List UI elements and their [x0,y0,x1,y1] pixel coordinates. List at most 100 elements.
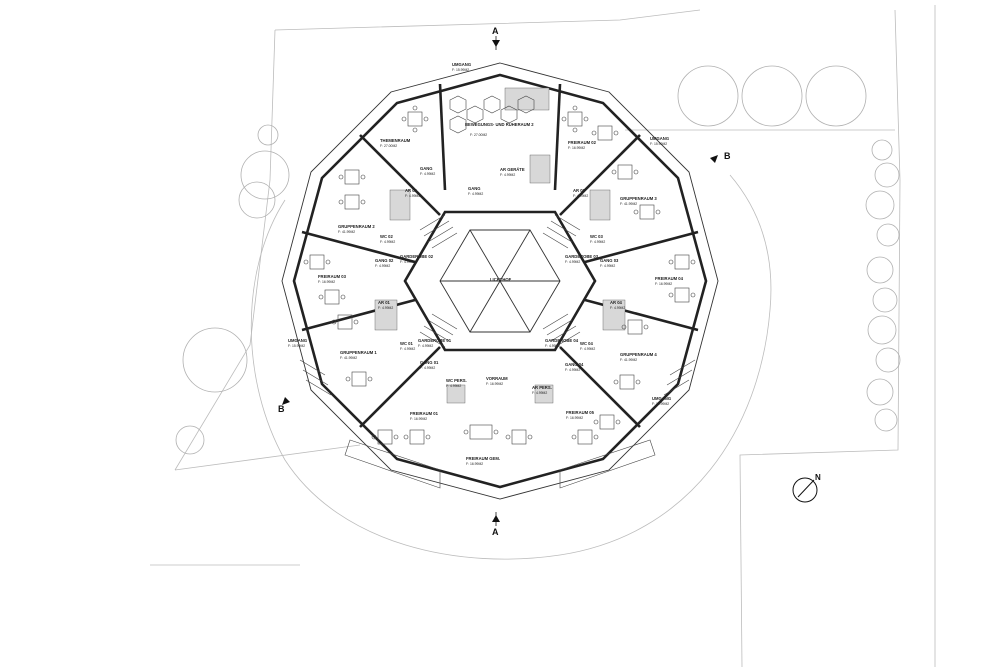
furniture-groups [303,105,696,445]
room-label: AR GERÄTE [500,167,525,172]
room-area: F: 4.99M2 [380,240,395,244]
room-labels: UMGANG F: 15.99M2 BEWEGUNGS- UND RUHERAU… [288,62,684,466]
north-arrow-icon: N [792,473,821,503]
room-area: F: 16.99M2 [318,280,335,284]
room-area: F: 16.99M2 [466,462,483,466]
room-area: F: 15.99M2 [452,68,469,72]
room-area: F: 41.99M2 [620,202,637,206]
tree-icon [805,65,867,127]
room-label: GARDEROBE 03 [565,254,599,259]
room-area: F: 4.99M2 [378,306,393,310]
room-label: WC 03 [590,234,603,239]
room-area: F: 4.99M2 [405,194,420,198]
section-b-left-label: B [278,404,285,414]
table-group [611,164,661,220]
table-group [668,254,696,303]
table-group [331,314,373,387]
room-area: F: 41.99M2 [620,358,637,362]
room-area: F: 16.99M2 [566,416,583,420]
tree-icon [866,256,894,284]
table-group [463,424,533,445]
tree-icon [875,347,901,373]
room-area: F: 4.99M2 [610,306,625,310]
room-label: UMGANG [288,338,307,343]
tree-icon [182,327,248,393]
room-area: F: 4.99M2 [446,384,461,388]
table-group [613,319,649,390]
site-lines [150,5,936,667]
room-label: GARDEROBE 02 [400,254,434,259]
room-area: F: 27.00M2 [470,133,487,137]
room-area: F: 4.99M2 [600,264,615,268]
tree-icon [175,425,205,455]
tree-icon [741,65,803,127]
table-group [303,254,346,305]
room-area: F: 4.99M2 [400,347,415,351]
room-label: LICHTHOF [490,277,512,282]
room-area: F: 4.99M2 [590,240,605,244]
room-area: F: 4.99M2 [545,344,560,348]
tree-icon [876,223,900,247]
room-label: FREIRAUM 03 [318,274,347,279]
room-area: F: 4.99M2 [565,368,580,372]
terraces [299,359,696,489]
table-group [571,414,621,445]
tree-icon [874,408,898,432]
section-markers: A A B B [278,26,731,537]
tree-icon [240,150,290,200]
room-area: F: 4.99M2 [420,366,435,370]
room-area: F: 4.99M2 [565,260,580,264]
room-label: THEMENRAUM [380,138,411,143]
room-area: F: 4.99M2 [532,391,547,395]
north-letter: N [815,473,821,482]
room-label: FREIRAUM 01 [410,411,439,416]
room-label: WC PERS. [446,378,467,383]
room-area: F: 27.00M2 [380,144,397,148]
room-label: VORRAUM [486,376,508,381]
room-label: FREIRAUM GEM. [466,456,500,461]
room-area: F: 4.99M2 [468,192,483,196]
tree-icon [257,124,279,146]
room-label: GANG 01 [420,360,439,365]
room-label: AR 01 [378,300,391,305]
room-label: WC 02 [380,234,393,239]
room-area: F: 41.99M2 [338,230,355,234]
section-a-top-label: A [492,26,499,36]
section-a-bottom-label: A [492,527,499,537]
room-label: GARDEROBE 01 [418,338,452,343]
tree-icon [238,181,276,219]
room-label: GANG [468,186,481,191]
room-area: F: 41.99M2 [340,356,357,360]
room-area: F: 16.99M2 [568,146,585,150]
table-group [371,429,431,445]
room-label: UMGANG [650,136,669,141]
room-label: UMGANG [452,62,471,67]
room-label: GRUPPENRAUM 3 [620,196,657,201]
room-label: GARDEROBE 04 [545,338,579,343]
hatched-zones [374,87,626,404]
tree-icon [866,378,894,406]
room-area: F: 16.99M2 [486,382,503,386]
room-label: FREIRAUM 04 [655,276,684,281]
room-label: AR PERS. [532,385,552,390]
section-b-right-label: B [724,151,731,161]
room-area: F: 4.99M2 [418,344,433,348]
room-label: WC 01 [400,341,413,346]
room-area: F: 15.99M2 [288,344,305,348]
room-area: F: 4.99M2 [400,260,415,264]
room-label: AR 03 [573,188,586,193]
room-label: UMGANG [652,396,671,401]
room-area: F: 4.99M2 [420,172,435,176]
room-area: F: 16.99M2 [410,417,427,421]
room-label: FREIRAUM 05 [566,410,595,415]
room-label: BEWEGUNGS- UND RUHERAUM 2 [465,122,534,127]
tree-icon [865,190,895,220]
room-label: AR 02 [405,188,418,193]
tree-icon [867,315,897,345]
tree-icon [677,65,739,127]
room-label: GANG [420,166,433,171]
room-label: AR 04 [610,300,623,305]
table-group [561,105,619,141]
